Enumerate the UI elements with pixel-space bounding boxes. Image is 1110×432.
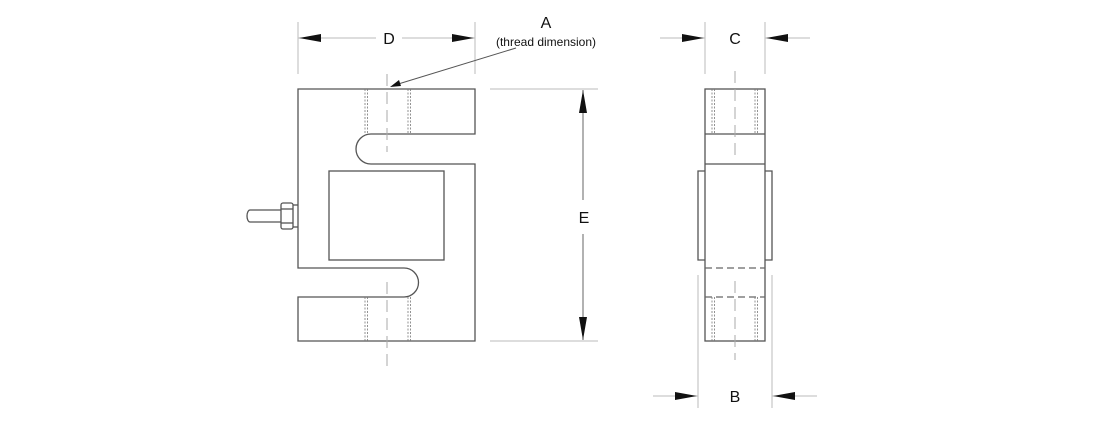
label-a: A [541, 15, 552, 32]
label-c: C [729, 31, 741, 48]
dimension-d: D [297, 22, 476, 74]
label-d: D [383, 31, 395, 48]
callout-a: A (thread dimension) [390, 15, 596, 87]
right-cover-plate [765, 170, 773, 261]
cable-connector [246, 202, 298, 230]
label-b: B [730, 389, 741, 406]
label-e: E [579, 210, 590, 227]
side-view [697, 71, 773, 360]
left-cover-plate [697, 170, 705, 261]
front-view [246, 74, 476, 370]
dimension-c: C [660, 22, 810, 74]
dimension-b: B [653, 275, 817, 408]
dimension-e: E [490, 88, 598, 342]
front-body-outline [297, 88, 476, 342]
label-thread-dimension: (thread dimension) [496, 35, 596, 49]
strain-gauge-cover [328, 170, 445, 261]
